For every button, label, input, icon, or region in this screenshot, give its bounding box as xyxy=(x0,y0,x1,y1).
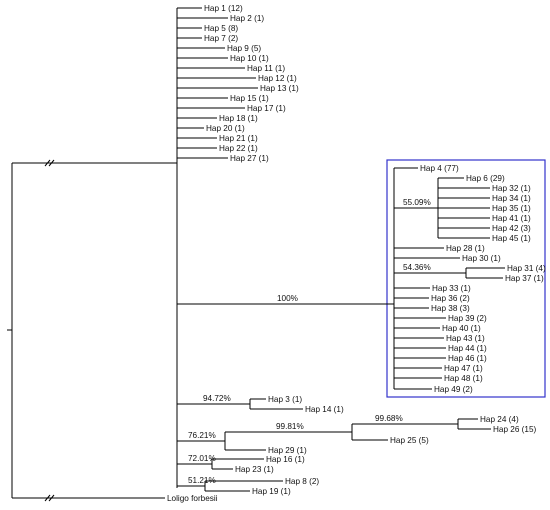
tip-label: Hap 36 (2) xyxy=(431,294,470,303)
tip-label: Hap 10 (1) xyxy=(230,54,269,63)
tip-label: Hap 6 (29) xyxy=(466,174,505,183)
branch-break-mark xyxy=(44,494,51,502)
tip-label: Hap 15 (1) xyxy=(230,94,269,103)
tip-label: Hap 28 (1) xyxy=(446,244,485,253)
tip-label: Hap 2 (1) xyxy=(230,14,264,23)
tip-label: Hap 45 (1) xyxy=(492,234,531,243)
support-value: 100% xyxy=(277,294,298,303)
tip-label: Hap 49 (2) xyxy=(434,385,473,394)
tip-label: Hap 11 (1) xyxy=(247,64,285,73)
tip-label: Hap 1 (12) xyxy=(204,4,243,13)
tip-label: Hap 30 (1) xyxy=(462,254,501,263)
tip-label: Hap 18 (1) xyxy=(219,114,258,123)
tip-label: Hap 16 (1) xyxy=(266,455,305,464)
tip-label: Hap 23 (1) xyxy=(235,465,274,474)
support-value: 76.21% xyxy=(188,431,216,440)
tip-label: Hap 27 (1) xyxy=(230,154,269,163)
tip-label: Hap 4 (77) xyxy=(420,164,459,173)
tip-label: Hap 22 (1) xyxy=(219,144,258,153)
clade-hap8-hap19: 51.21% Hap 8 (2) Hap 19 (1) xyxy=(177,476,319,496)
tip-label: Hap 7 (2) xyxy=(204,34,238,43)
support-value: 99.81% xyxy=(276,422,304,431)
tip-label: Hap 38 (3) xyxy=(431,304,470,313)
tip-label: Hap 32 (1) xyxy=(492,184,531,193)
tip-label: Hap 20 (1) xyxy=(206,124,245,133)
support-value: 72.01% xyxy=(188,454,216,463)
tip-label: Hap 8 (2) xyxy=(285,477,319,486)
tip-label: Hap 29 (1) xyxy=(268,446,307,455)
tip-label: Hap 37 (1) xyxy=(505,274,544,283)
support-value: 51.21% xyxy=(188,476,216,485)
highlight-box xyxy=(386,159,546,398)
tip-label: Hap 5 (8) xyxy=(204,24,238,33)
branch-break-mark xyxy=(48,159,55,167)
support-value: 54.36% xyxy=(403,263,431,272)
tip-label: Hap 24 (4) xyxy=(480,415,519,424)
tip-label: Hap 21 (1) xyxy=(219,134,258,143)
tip-label: Hap 48 (1) xyxy=(444,374,483,383)
support-value: 55.09% xyxy=(403,198,431,207)
clade-hap24-hap29: 76.21% 99.81% Hap 29 (1) 99.68% Hap 25 (… xyxy=(177,414,537,455)
tip-label: Hap 19 (1) xyxy=(252,487,291,496)
clade-hap16-hap23: 72.01% Hap 16 (1) Hap 23 (1) xyxy=(177,454,305,474)
support-value: 94.72% xyxy=(203,394,231,403)
tip-label: Hap 41 (1) xyxy=(492,214,531,223)
tip-label: Hap 14 (1) xyxy=(305,405,344,414)
top-clade: Hap 1 (12) Hap 2 (1) Hap 5 (8) Hap 7 (2)… xyxy=(177,4,299,163)
tip-label: Hap 43 (1) xyxy=(446,334,485,343)
tip-label: Hap 47 (1) xyxy=(444,364,483,373)
tip-label: Hap 3 (1) xyxy=(268,395,302,404)
tip-label: Hap 26 (15) xyxy=(493,425,537,434)
branch-break-mark xyxy=(44,159,51,167)
support-value: 99.68% xyxy=(375,414,403,423)
boxed-clade: 100% Hap 4 (77) 55.09% Hap 6 (29) Hap 32… xyxy=(177,159,546,398)
tip-label: Hap 35 (1) xyxy=(492,204,531,213)
tip-label: Hap 31 (4) xyxy=(507,264,546,273)
tip-label: Hap 17 (1) xyxy=(247,104,286,113)
tip-label: Hap 42 (3) xyxy=(492,224,531,233)
tip-label: Hap 34 (1) xyxy=(492,194,531,203)
tip-label: Hap 12 (1) xyxy=(258,74,297,83)
branch-break-mark xyxy=(48,494,55,502)
tip-label: Hap 39 (2) xyxy=(448,314,487,323)
clade-hap3-hap14: 94.72% Hap 3 (1) Hap 14 (1) xyxy=(177,394,344,414)
tip-label: Hap 33 (1) xyxy=(432,284,471,293)
tip-label: Hap 44 (1) xyxy=(448,344,487,353)
tip-label: Hap 25 (5) xyxy=(390,436,429,445)
root-branches: Loligo forbesii xyxy=(7,159,218,503)
tip-label: Hap 13 (1) xyxy=(260,84,299,93)
tip-label: Hap 40 (1) xyxy=(442,324,481,333)
tip-label: Hap 46 (1) xyxy=(448,354,487,363)
tip-label: Hap 9 (5) xyxy=(227,44,261,53)
outgroup-label: Loligo forbesii xyxy=(167,494,218,503)
